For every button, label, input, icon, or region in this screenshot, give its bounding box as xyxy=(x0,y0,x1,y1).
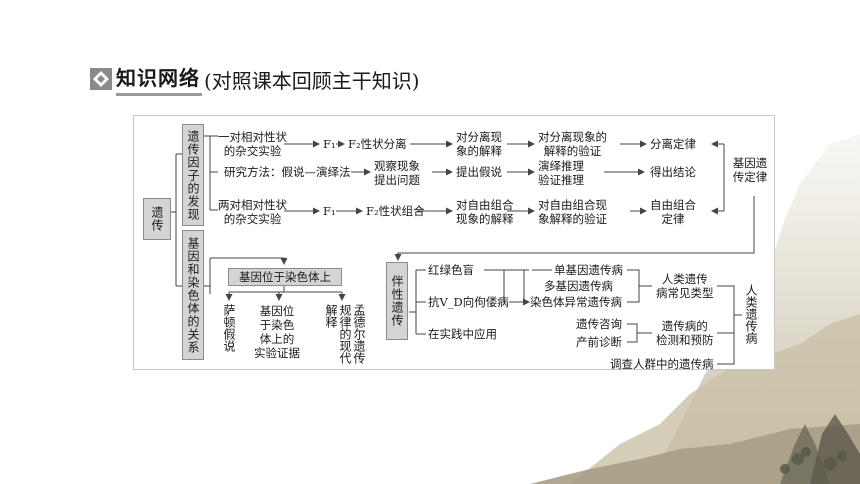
row1-explanation: 对分离现 象的解释 xyxy=(456,130,502,158)
heading-title: 知识网络 xyxy=(116,62,202,96)
row2-deduce: 演绎推理 验证推理 xyxy=(538,159,584,187)
row2-observe: 观察现象 提出问题 xyxy=(374,159,420,187)
disease-multi-gene: 多基因遗传病 xyxy=(544,279,613,293)
genetic-counseling: 遗传咨询 xyxy=(576,317,622,331)
row1-verification: 对分离现象的 解释的验证 xyxy=(538,130,607,158)
row3-explanation: 对自由组合 现象的解释 xyxy=(456,198,514,226)
evidence-line2: 于染色 xyxy=(259,318,295,332)
branch-gene-chromosome: 基因和染色体的关系 xyxy=(182,230,204,360)
sex-linked-inheritance: 伴性遗传 xyxy=(386,262,408,340)
row2-hypothesis: 提出假说 xyxy=(456,165,502,179)
diamond-icon xyxy=(90,68,112,90)
branch-gene-discovery: 遗传因子的发现 xyxy=(182,124,204,226)
row3-exp-line2: 的杂交实验 xyxy=(223,212,282,226)
evidence-line4: 实验证据 xyxy=(254,346,300,360)
detect-line2: 检测和预防 xyxy=(656,333,714,347)
gene-on-chromosome: 基因位于染色体上 xyxy=(228,268,342,286)
row3-verification: 对自由组合现 象解释的验证 xyxy=(538,198,607,226)
row2-observe-line1: 观察现象 xyxy=(374,159,420,173)
prenatal-diagnosis: 产前诊断 xyxy=(576,335,622,349)
row3-f1: F₁ xyxy=(323,204,336,218)
row3-verify-line1: 对自由组合现 xyxy=(538,198,607,212)
sl-item-rickets: 抗V_D向佝偻病 xyxy=(428,295,509,309)
row1-verify-line2: 解释的验证 xyxy=(543,144,602,158)
common-types-line2: 病常见类型 xyxy=(656,286,714,300)
row3-law-line1: 自由组合 xyxy=(650,198,696,212)
row1-verify-line1: 对分离现象的 xyxy=(538,130,607,144)
row1-experiment: 一对相对性状 的杂交实验 xyxy=(218,130,287,158)
mendel-modern-explanation: 孟德尔遗传规律的现代解释 xyxy=(324,304,366,364)
row3-explain-line2: 现象的解释 xyxy=(456,212,514,226)
detection-prevention: 遗传病的 检测和预防 xyxy=(656,319,714,347)
disease-single-gene: 单基因遗传病 xyxy=(554,263,623,277)
row2-deduce-line1: 演绎推理 xyxy=(538,159,584,173)
experimental-evidence: 基因位 于染色 体上的 实验证据 xyxy=(254,304,300,360)
population-survey: 调查人群中的遗传病 xyxy=(610,357,714,371)
gene-inheritance-law: 基因遗传定律 xyxy=(732,156,768,184)
row1-explain-line1: 对分离现 xyxy=(456,130,502,144)
row1-f1: F₁ xyxy=(323,137,336,151)
row1-f2: F₂性状分离 xyxy=(348,137,407,151)
row3-f2: F₂性状组合 xyxy=(366,204,425,218)
row3-exp-line1: 两对相对性状 xyxy=(218,198,287,212)
row1-exp-line1: 一对相对性状 xyxy=(218,130,287,144)
row3-law-line2: 定律 xyxy=(661,212,685,226)
common-types: 人类遗传 病常见类型 xyxy=(656,272,714,300)
row2-conclusion: 得出结论 xyxy=(650,165,696,179)
disease-chromosome: 染色体异常遗传病 xyxy=(530,295,622,309)
row3-explain-line1: 对自由组合 xyxy=(456,198,514,212)
row1-exp-line2: 的杂交实验 xyxy=(223,144,282,158)
row2-deduce-line2: 验证推理 xyxy=(538,173,584,187)
heading-subtitle: (对照课本回顾主干知识) xyxy=(204,68,420,93)
section-heading: 知识网络 (对照课本回顾主干知识) xyxy=(90,62,420,96)
common-types-line1: 人类遗传 xyxy=(661,272,708,286)
human-genetic-disease: 人类遗传病 xyxy=(744,284,758,344)
row2-method: 研究方法：假说—演绎法 xyxy=(224,165,351,179)
row3-experiment: 两对相对性状 的杂交实验 xyxy=(218,198,287,226)
evidence-line3: 体上的 xyxy=(259,332,295,346)
root-heredity: 遗传 xyxy=(143,198,171,240)
detect-line1: 遗传病的 xyxy=(661,319,708,333)
sl-item-colorblind: 红绿色盲 xyxy=(428,263,474,277)
row3-verify-line2: 象解释的验证 xyxy=(538,212,607,226)
sl-item-application: 在实践中应用 xyxy=(428,327,497,341)
evidence-line1: 基因位 xyxy=(259,304,295,318)
sutton-hypothesis: 萨顿假说 xyxy=(222,304,236,352)
row1-law: 分离定律 xyxy=(650,137,696,151)
row1-explain-line2: 象的解释 xyxy=(456,144,502,158)
connector-lines xyxy=(171,135,755,365)
row3-law: 自由组合 定律 xyxy=(650,198,696,226)
knowledge-map: 遗传 遗传因子的发现 基因和染色体的关系 一对相对性状 的杂交实验 F₁ F₂性… xyxy=(133,115,775,371)
row2-observe-line2: 提出问题 xyxy=(374,173,420,187)
